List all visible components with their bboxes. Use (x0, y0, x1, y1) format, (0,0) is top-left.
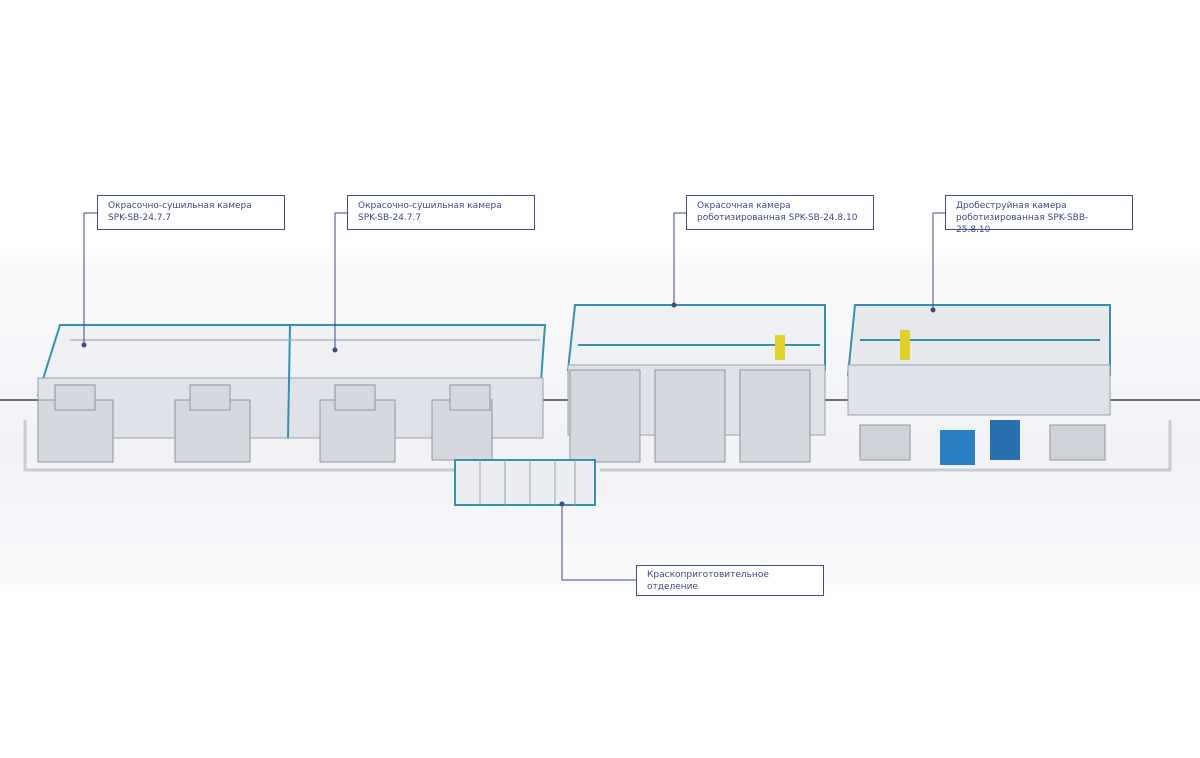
callout-paint-drying-booth-2: Окрасочно-сушильная камера SPK-SB-24.7.7 (347, 195, 535, 230)
callout-model: SPK-SB-24.7.7 (358, 213, 422, 223)
callout-paint-drying-booth-1: Окрасочно-сушильная камера SPK-SB-24.7.7 (97, 195, 285, 230)
callout-shot-blast-booth: Дробеструйная камера роботизированная SP… (945, 195, 1133, 235)
callout-model: роботизированная SPK-SBB-25.8.10 (956, 213, 1089, 235)
callout-title: Дробеструйная камера (956, 201, 1067, 211)
paint-drying-booths (36, 324, 547, 463)
callout-title: Окрасочно-сушильная камера (108, 201, 252, 211)
callout-paint-mixing-room: Краскоприготовительное отделение (636, 565, 824, 596)
leader-lines (83, 212, 945, 581)
robotic-paint-booth (566, 304, 826, 463)
callout-title: Окрасочно-сушильная камера (358, 201, 502, 211)
callout-robotic-paint-booth: Окрасочная камера роботизированная SPK-S… (686, 195, 874, 230)
callout-title: Краскоприготовительное отделение (647, 569, 769, 592)
paint-mixing-room (454, 459, 596, 506)
floor-rail (23, 420, 1172, 472)
callout-model: роботизированная SPK-SB-24.8.10 (697, 213, 858, 223)
robotic-shot-blast-booth (846, 304, 1111, 465)
callout-model: SPK-SB-24.7.7 (108, 213, 172, 223)
callout-title: Окрасочная камера (697, 201, 791, 211)
